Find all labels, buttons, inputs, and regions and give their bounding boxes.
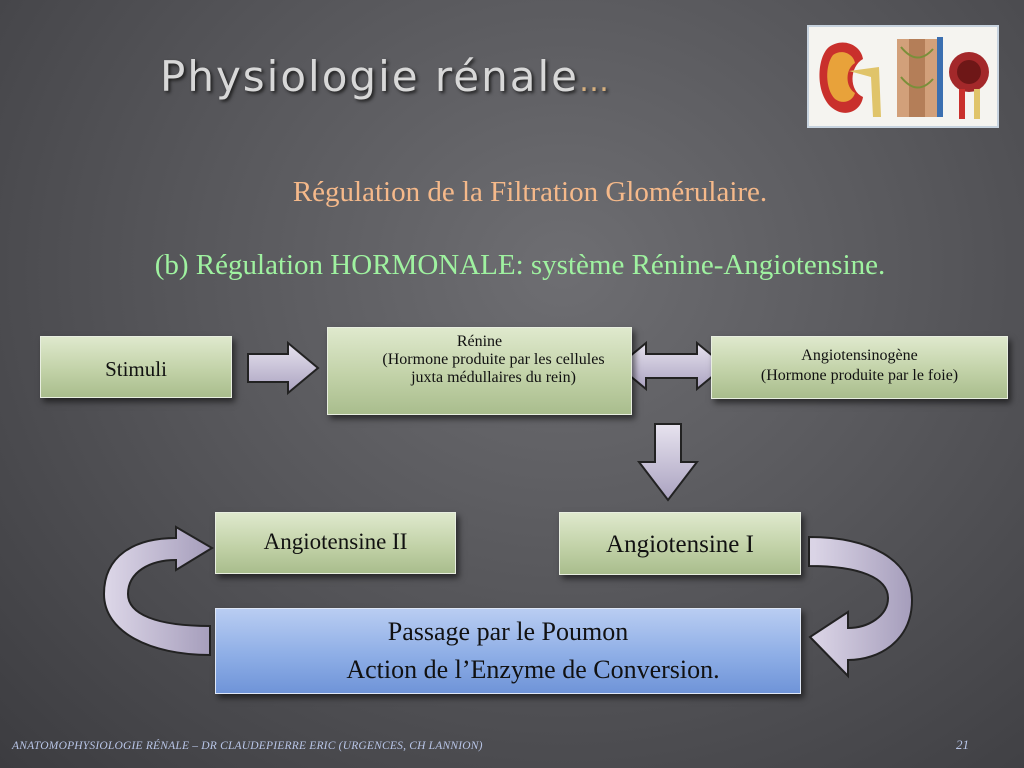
passage-line1: Passage par le Poumon [387, 617, 629, 646]
angiotensinogene-description: (Hormone produite par le foie) [760, 367, 959, 384]
box-angiotensinogene: Angiotensinogène (Hormone produite par l… [711, 336, 1008, 399]
renine-title: Rénine [456, 333, 503, 350]
box-renine: Rénine (Hormone produite par les cellule… [327, 327, 632, 415]
page-title: Physiologie rénale… [160, 52, 611, 101]
arrow-renine-angiotensinogene [616, 340, 727, 392]
arrow-stimuli-to-renine [247, 340, 320, 396]
passage-line2: Action de l’Enzyme de Conversion. [346, 655, 720, 684]
subtitle-filtration: Régulation de la Filtration Glomérulaire… [292, 176, 768, 208]
title-ellipsis: … [578, 64, 611, 99]
box-stimuli: Stimuli [40, 336, 232, 398]
angiotensine2-label: Angiotensine II [263, 529, 408, 554]
subtitle-hormonal: (b) Régulation HORMONALE: système Rénine… [154, 249, 886, 281]
kidney-illustration [807, 25, 999, 128]
arrow-down-to-angiotensine1 [636, 423, 700, 502]
arrow-angiotensine1-to-passage [808, 535, 914, 679]
box-passage-poumon: Passage par le Poumon Action de l’Enzyme… [215, 608, 801, 694]
box-angiotensine1: Angiotensine I [559, 512, 801, 575]
footer-text: ANATOMOPHYSIOLOGIE RÉNALE – DR CLAUDEPIE… [12, 740, 483, 752]
angiotensine1-label: Angiotensine I [606, 531, 754, 558]
renine-description: (Hormone produite par les cellules juxta… [382, 351, 605, 386]
title-text: Physiologie rénale [160, 52, 579, 101]
angiotensinogene-title: Angiotensinogène [801, 347, 918, 364]
stimuli-label: Stimuli [105, 357, 167, 381]
page-number: 21 [956, 737, 969, 752]
box-angiotensine2: Angiotensine II [215, 512, 456, 574]
arrow-passage-to-angiotensine2 [102, 525, 214, 657]
